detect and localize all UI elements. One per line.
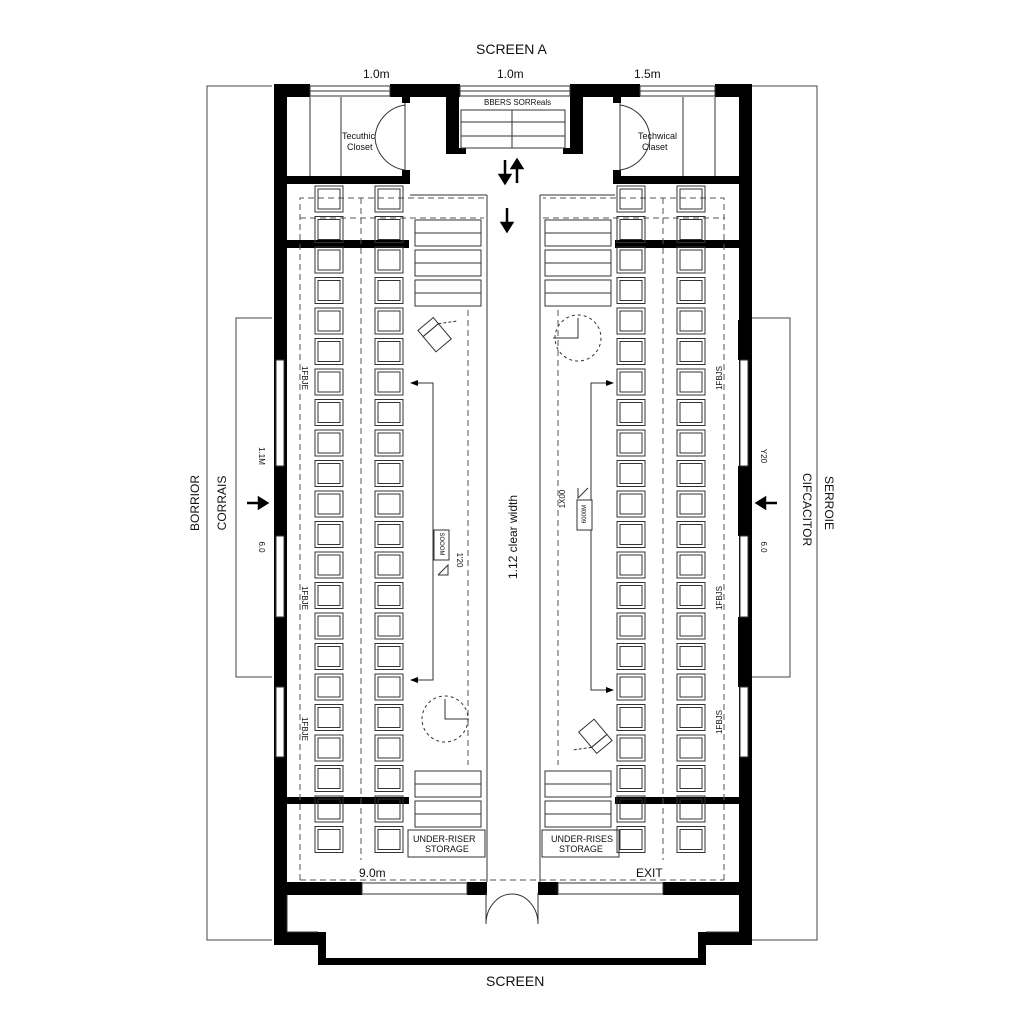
exit-label: EXIT (636, 866, 663, 880)
closets (309, 97, 716, 176)
dashed-lines (299, 197, 725, 881)
arrowheads (410, 380, 614, 693)
screen-a-title: SCREEN A (476, 41, 547, 57)
inner-dimension-brackets (412, 382, 612, 691)
left-inner-label: CORRAIS (215, 475, 229, 531)
wall-tag-left-3: 1FBJE (300, 716, 309, 741)
wall-tag-right-1: 1FBJS (715, 366, 724, 391)
dimension-line-right-outer (752, 85, 818, 941)
aisle-arrows (247, 157, 777, 511)
storage-left-line2: STORAGE (425, 844, 469, 854)
seat-grid (314, 185, 706, 853)
screen-title: SCREEN (486, 973, 545, 989)
left-outer-label: BORRIOR (188, 475, 202, 532)
bottom-dimension: 9.0m (359, 866, 386, 880)
windows (275, 85, 749, 895)
entrance-double-door (286, 893, 739, 933)
aisle-clear-width-label: 1.12 clear width (506, 494, 520, 580)
seating-outline (410, 194, 615, 882)
stair-treads (407, 219, 620, 858)
dimension-line-right-inner (752, 317, 791, 678)
top-dimension-2: 1.0m (497, 67, 524, 81)
inner-dim-right-tag: 6000M (582, 504, 588, 524)
top-dimension-3: 1.5m (634, 67, 661, 81)
inner-dim-right-value: 1X00 (558, 489, 567, 509)
dimension-line-left-inner (235, 317, 272, 678)
wall-tag-right-2: 1FBJS (715, 586, 724, 611)
wall-tag-left-2: 1FBJE (300, 585, 309, 610)
right-outer-label: CIFCACITOR (800, 473, 814, 547)
booth (460, 109, 566, 149)
wall-tag-left-1: 1FBJE (300, 365, 309, 390)
right-inner-label: SERROIE (822, 475, 836, 530)
top-dimension-1: 1.0m (363, 67, 390, 81)
right-dim-bottom: 6.0 (759, 541, 768, 553)
inner-dim-left-tag: SOOOM (438, 532, 444, 556)
closet-left-line2: Closet (347, 142, 373, 152)
left-dim-bottom: 6.0 (257, 541, 266, 553)
storage-left-line1: UNDER-RISER (413, 834, 476, 844)
storage-right-line2: STORAGE (559, 844, 603, 854)
closet-left-line1: Tecuthic (342, 131, 376, 141)
right-dim-top: Y20 (759, 448, 768, 464)
closet-right-line2: Claset (642, 142, 668, 152)
closet-right-line1: Techwical (638, 131, 678, 141)
dimension-line-left-outer (206, 85, 272, 941)
inner-dim-left-value: 1'20 (455, 552, 464, 568)
turning-circles (417, 314, 613, 755)
storage-right-line1: UNDER-RISES (551, 834, 614, 844)
wall-tag-right-3: 1FBJS (715, 710, 724, 735)
left-dim-top: 1.1M (257, 447, 266, 465)
booth-label: BBERS SORReals (484, 98, 552, 107)
